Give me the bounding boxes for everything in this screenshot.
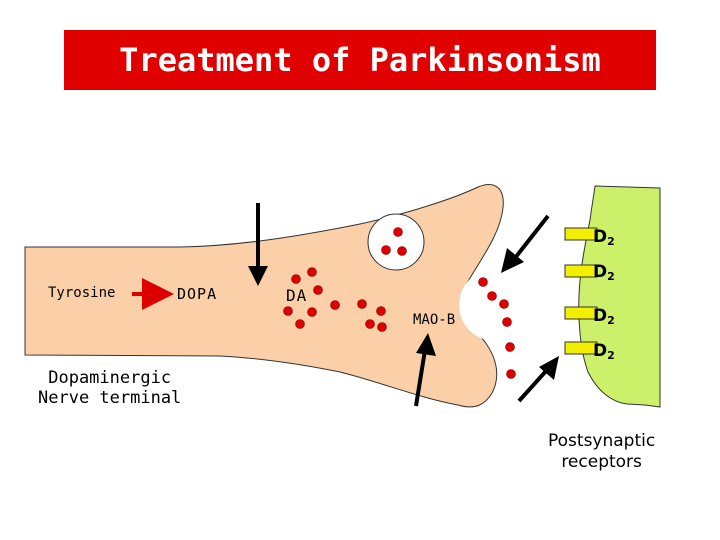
title-banner: Treatment of Parkinsonism (64, 30, 656, 90)
receptor-1-bar (564, 227, 598, 241)
receptor-4-bar (564, 341, 598, 355)
receptors-label-line1: Postsynaptic (548, 431, 656, 451)
release-site (459, 269, 531, 341)
terminal-label-line1: Dopaminergic (48, 368, 172, 388)
dopa-label: DOPA (177, 285, 218, 303)
black-arrow-down-icon (248, 266, 268, 286)
receptor-label-2: D2 (593, 262, 615, 283)
page-title: Treatment of Parkinsonism (119, 41, 601, 79)
dopamine-molecules (283, 227, 516, 379)
receptor-label-1: D2 (593, 227, 615, 248)
d2-receptor-bars (564, 227, 598, 355)
drug-action-arrows (248, 203, 559, 407)
receptor-label-3: D2 (593, 306, 615, 327)
mao-b-label: MAO-B (413, 312, 456, 328)
receptor-label-4: D2 (593, 341, 615, 362)
black-arrow-up-icon (416, 333, 436, 356)
terminal-label: Dopaminergic Nerve terminal (38, 368, 181, 408)
terminal-label-line2: Nerve terminal (38, 388, 182, 408)
da-label: DA (286, 286, 308, 305)
receptors-label-line2: receptors (561, 452, 642, 472)
receptor-3-bar (564, 306, 598, 320)
receptor-2-bar (564, 264, 598, 278)
receptors-label: Postsynaptic receptors (548, 431, 655, 473)
black-arrow-diag-icon (501, 248, 524, 273)
tyrosine-label: Tyrosine (48, 285, 116, 301)
postsynaptic-cell (578, 185, 661, 408)
black-arrow-up-right-icon (539, 356, 559, 380)
synaptic-vesicle (367, 213, 425, 271)
